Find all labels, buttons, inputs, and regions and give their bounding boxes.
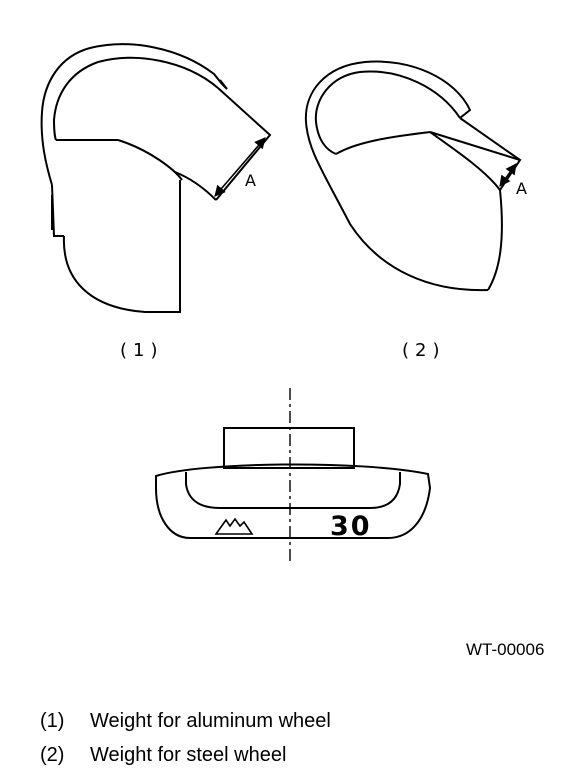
part-1-label: (1) [120, 340, 164, 361]
dimension-a-1: A [214, 137, 266, 197]
weight-section-view [155, 427, 432, 539]
figure-code: WT-00006 [466, 640, 545, 659]
steel-wheel-weight [304, 60, 522, 292]
dimension-a-2: A [499, 163, 527, 198]
dimension-a-1-label: A [245, 171, 256, 190]
legend-item-1: (1) Weight for aluminum wheel [40, 704, 331, 738]
legend-item-2-number: (2) [40, 744, 65, 766]
legend-item-1-number: (1) [40, 710, 65, 732]
legend-item-2: (2) Weight for steel wheel [40, 738, 331, 772]
dimension-a-2-label: A [516, 179, 527, 198]
weight-stamp-number: 30 [330, 511, 372, 542]
legend-item-1-text: Weight for aluminum wheel [90, 710, 331, 732]
mountain-logo-icon [214, 517, 254, 535]
aluminum-wheel-weight [40, 43, 272, 313]
legend-item-2-text: Weight for steel wheel [90, 744, 287, 766]
part-2-label: (2) [402, 340, 446, 361]
legend: (1) Weight for aluminum wheel (2) Weight… [40, 704, 331, 772]
